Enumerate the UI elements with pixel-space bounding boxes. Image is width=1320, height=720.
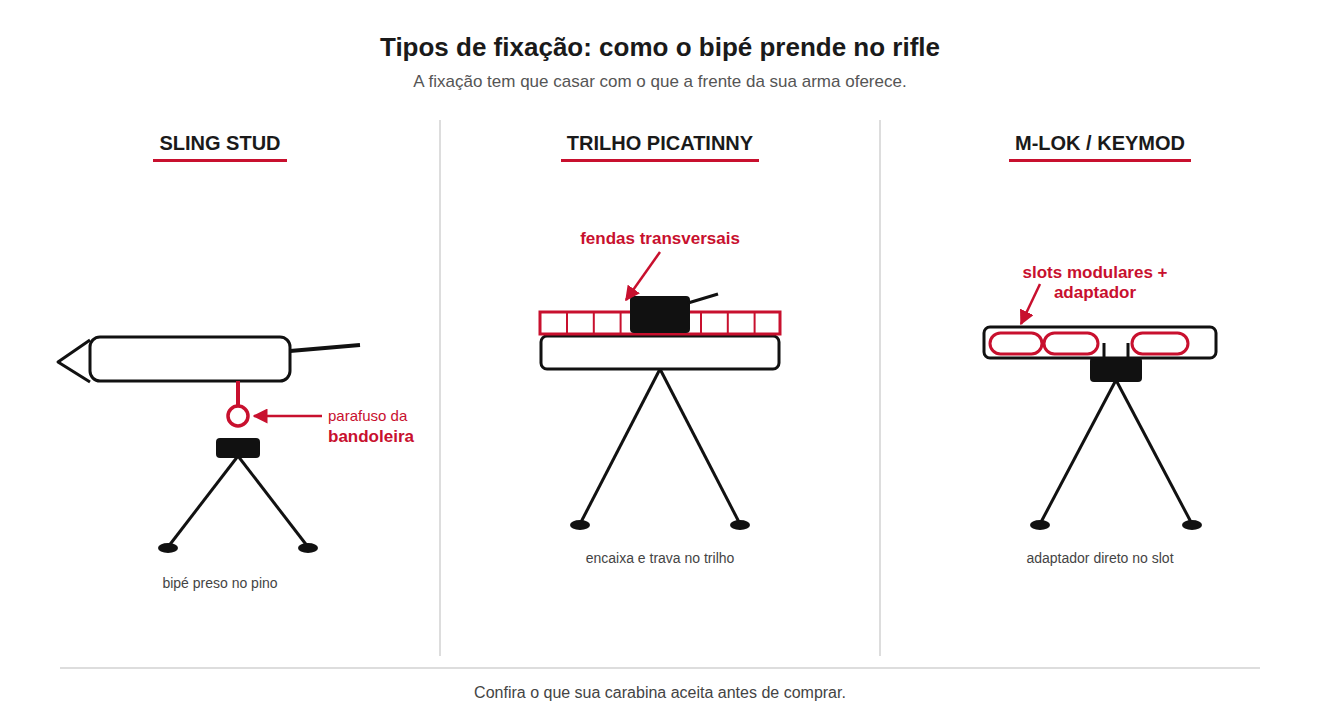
panel-caption: bipé preso no pino (162, 575, 277, 592)
bipod-leg (580, 369, 660, 524)
panel-heading: SLING STUD (153, 131, 286, 162)
clamp-lever (688, 294, 718, 303)
bipod-leg (238, 456, 308, 547)
panel-heading: M-LOK / KEYMOD (1009, 131, 1191, 162)
handguard (541, 336, 779, 369)
diagram-title: Tipos de fixação: como o bipé prende no … (380, 32, 940, 63)
bipod-mount (216, 438, 260, 458)
mlok-adapter (1090, 357, 1142, 382)
mlok-slot (990, 333, 1042, 354)
footer-rule (60, 667, 1260, 669)
panel-divider (879, 120, 881, 656)
bipod-foot (570, 520, 590, 530)
rail-slot (754, 313, 756, 333)
bipod-leg (168, 456, 238, 547)
bipod-foot (730, 520, 750, 530)
rail-slot (700, 313, 702, 333)
panel-caption: adaptador direto no slot (1026, 550, 1173, 567)
stud-post (236, 381, 240, 406)
mlok-slot (1044, 333, 1098, 354)
callout-label: bandoleira (328, 427, 414, 447)
sling-stud-figure (58, 337, 360, 553)
rail-slot (620, 313, 622, 333)
bipod-foot (1030, 520, 1050, 530)
bipod-leg (1040, 380, 1116, 524)
panel-heading: TRILHO PICATINNY (561, 131, 759, 162)
rifle-barrel (290, 345, 360, 351)
bipod-leg (1116, 380, 1192, 524)
rifle-tip (58, 340, 90, 382)
picatinny-figure (540, 252, 780, 530)
mlok-slot (1132, 333, 1188, 354)
bipod-leg (660, 369, 740, 524)
callout-label: parafuso da (328, 407, 407, 425)
callout-label: slots modulares + adaptador (1000, 263, 1190, 304)
callout-label: fendas transversais (580, 229, 740, 249)
panel-divider (439, 120, 441, 656)
panel-caption: encaixa e trava no trilho (586, 550, 735, 567)
bipod-foot (1182, 520, 1202, 530)
mlok-figure (984, 284, 1216, 530)
diagram-caption: Confira o que sua carabina aceita antes … (474, 683, 846, 702)
rail-slot (566, 313, 568, 333)
leader-line (1021, 284, 1040, 324)
sling-stud (228, 406, 248, 426)
leader-line (254, 415, 322, 418)
rail-clamp (630, 296, 690, 333)
handguard (984, 327, 1216, 358)
rail-slot (727, 313, 729, 333)
leader-line (626, 252, 660, 300)
rail-slot (593, 313, 595, 333)
bipod-foot (158, 543, 178, 553)
bipod-foot (298, 543, 318, 553)
rifle-forend (90, 337, 290, 381)
subtitle: A fixação tem que casar com o que a fren… (413, 72, 906, 92)
